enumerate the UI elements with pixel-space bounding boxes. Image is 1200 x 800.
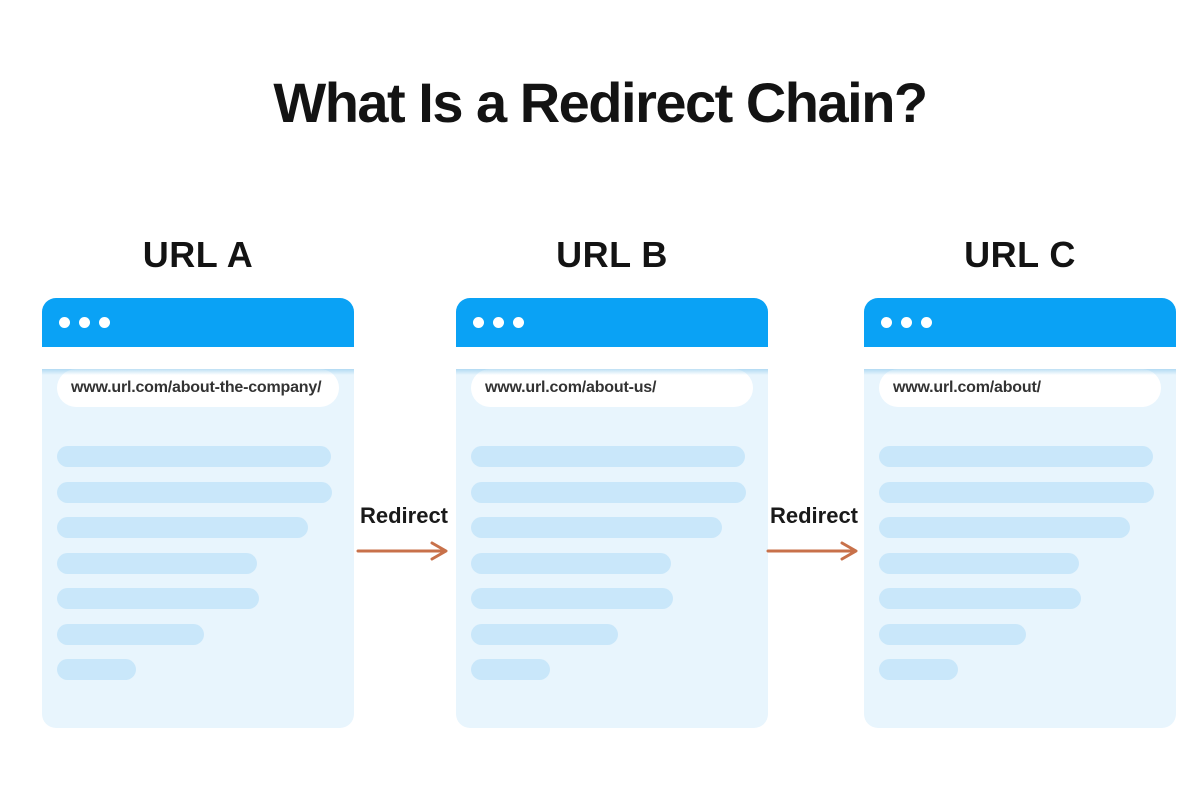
- skeleton-text-line: [879, 517, 1130, 538]
- window-dot: [513, 317, 524, 328]
- address-bar-c-text: www.url.com/about/: [893, 379, 1041, 396]
- skeleton-text-line: [471, 517, 722, 538]
- url-b-label: URL B: [556, 234, 668, 275]
- address-bar-a: www.url.com/about-the-company/: [57, 369, 339, 407]
- skeleton-text-line: [57, 517, 308, 538]
- skeleton-text-line: [879, 446, 1153, 467]
- url-a-label: URL A: [142, 234, 254, 275]
- content-skeleton-c: [879, 446, 1161, 680]
- redirect-step-1: Redirect: [348, 503, 460, 563]
- browser-window-a: www.url.com/about-the-company/: [42, 298, 354, 728]
- skeleton-text-line: [879, 552, 1080, 574]
- skeleton-text-line: [57, 552, 258, 574]
- window-dot: [59, 317, 70, 328]
- skeleton-text-line: [471, 588, 673, 609]
- traffic-dots-icon: [59, 317, 110, 328]
- skeleton-text-line: [471, 659, 550, 680]
- window-dot: [99, 317, 110, 328]
- window-dot: [881, 317, 892, 328]
- content-skeleton-a: [57, 446, 339, 680]
- url-a-column: URL A www.url.com/about-the-company/: [42, 234, 354, 728]
- skeleton-text-line: [471, 552, 672, 574]
- skeleton-text-line: [879, 659, 958, 680]
- browser-titlebar-b: [456, 298, 768, 347]
- address-bar-c: www.url.com/about/: [879, 369, 1161, 407]
- redirect-step-2: Redirect: [758, 503, 870, 563]
- skeleton-text-line: [471, 446, 745, 467]
- window-dot: [901, 317, 912, 328]
- right-arrow-icon: [356, 541, 448, 561]
- right-arrow-icon: [766, 541, 858, 561]
- window-dot: [921, 317, 932, 328]
- browser-window-b: www.url.com/about-us/: [456, 298, 768, 728]
- page-title: What Is a Redirect Chain?: [273, 71, 928, 134]
- window-dot: [79, 317, 90, 328]
- skeleton-text-line: [57, 659, 136, 680]
- skeleton-text-line: [471, 623, 618, 645]
- address-bar-b: www.url.com/about-us/: [471, 369, 753, 407]
- content-skeleton-b: [471, 446, 753, 680]
- traffic-dots-icon: [473, 317, 524, 328]
- skeleton-text-line: [57, 623, 204, 645]
- url-b-column: URL B www.url.com/about-us/: [456, 234, 768, 728]
- browser-body-b: www.url.com/about-us/: [456, 369, 768, 728]
- redirect-label-1: Redirect: [359, 503, 449, 528]
- skeleton-text-line: [57, 481, 332, 503]
- address-bar-a-text: www.url.com/about-the-company/: [71, 379, 322, 396]
- window-dot: [493, 317, 504, 328]
- skeleton-text-line: [471, 481, 746, 503]
- browser-titlebar-a: [42, 298, 354, 347]
- traffic-dots-icon: [881, 317, 932, 328]
- skeleton-text-line: [879, 481, 1154, 503]
- address-bar-b-text: www.url.com/about-us/: [485, 379, 657, 396]
- skeleton-text-line: [57, 588, 259, 609]
- url-c-column: URL C www.url.com/about/: [864, 234, 1176, 728]
- skeleton-text-line: [57, 446, 331, 467]
- browser-window-c: www.url.com/about/: [864, 298, 1176, 728]
- window-dot: [473, 317, 484, 328]
- browser-titlebar-c: [864, 298, 1176, 347]
- browser-body-a: www.url.com/about-the-company/: [42, 369, 354, 728]
- skeleton-text-line: [879, 623, 1026, 645]
- redirect-label-2: Redirect: [769, 503, 859, 528]
- browser-body-c: www.url.com/about/: [864, 369, 1176, 728]
- url-c-label: URL C: [964, 234, 1076, 275]
- skeleton-text-line: [879, 588, 1081, 609]
